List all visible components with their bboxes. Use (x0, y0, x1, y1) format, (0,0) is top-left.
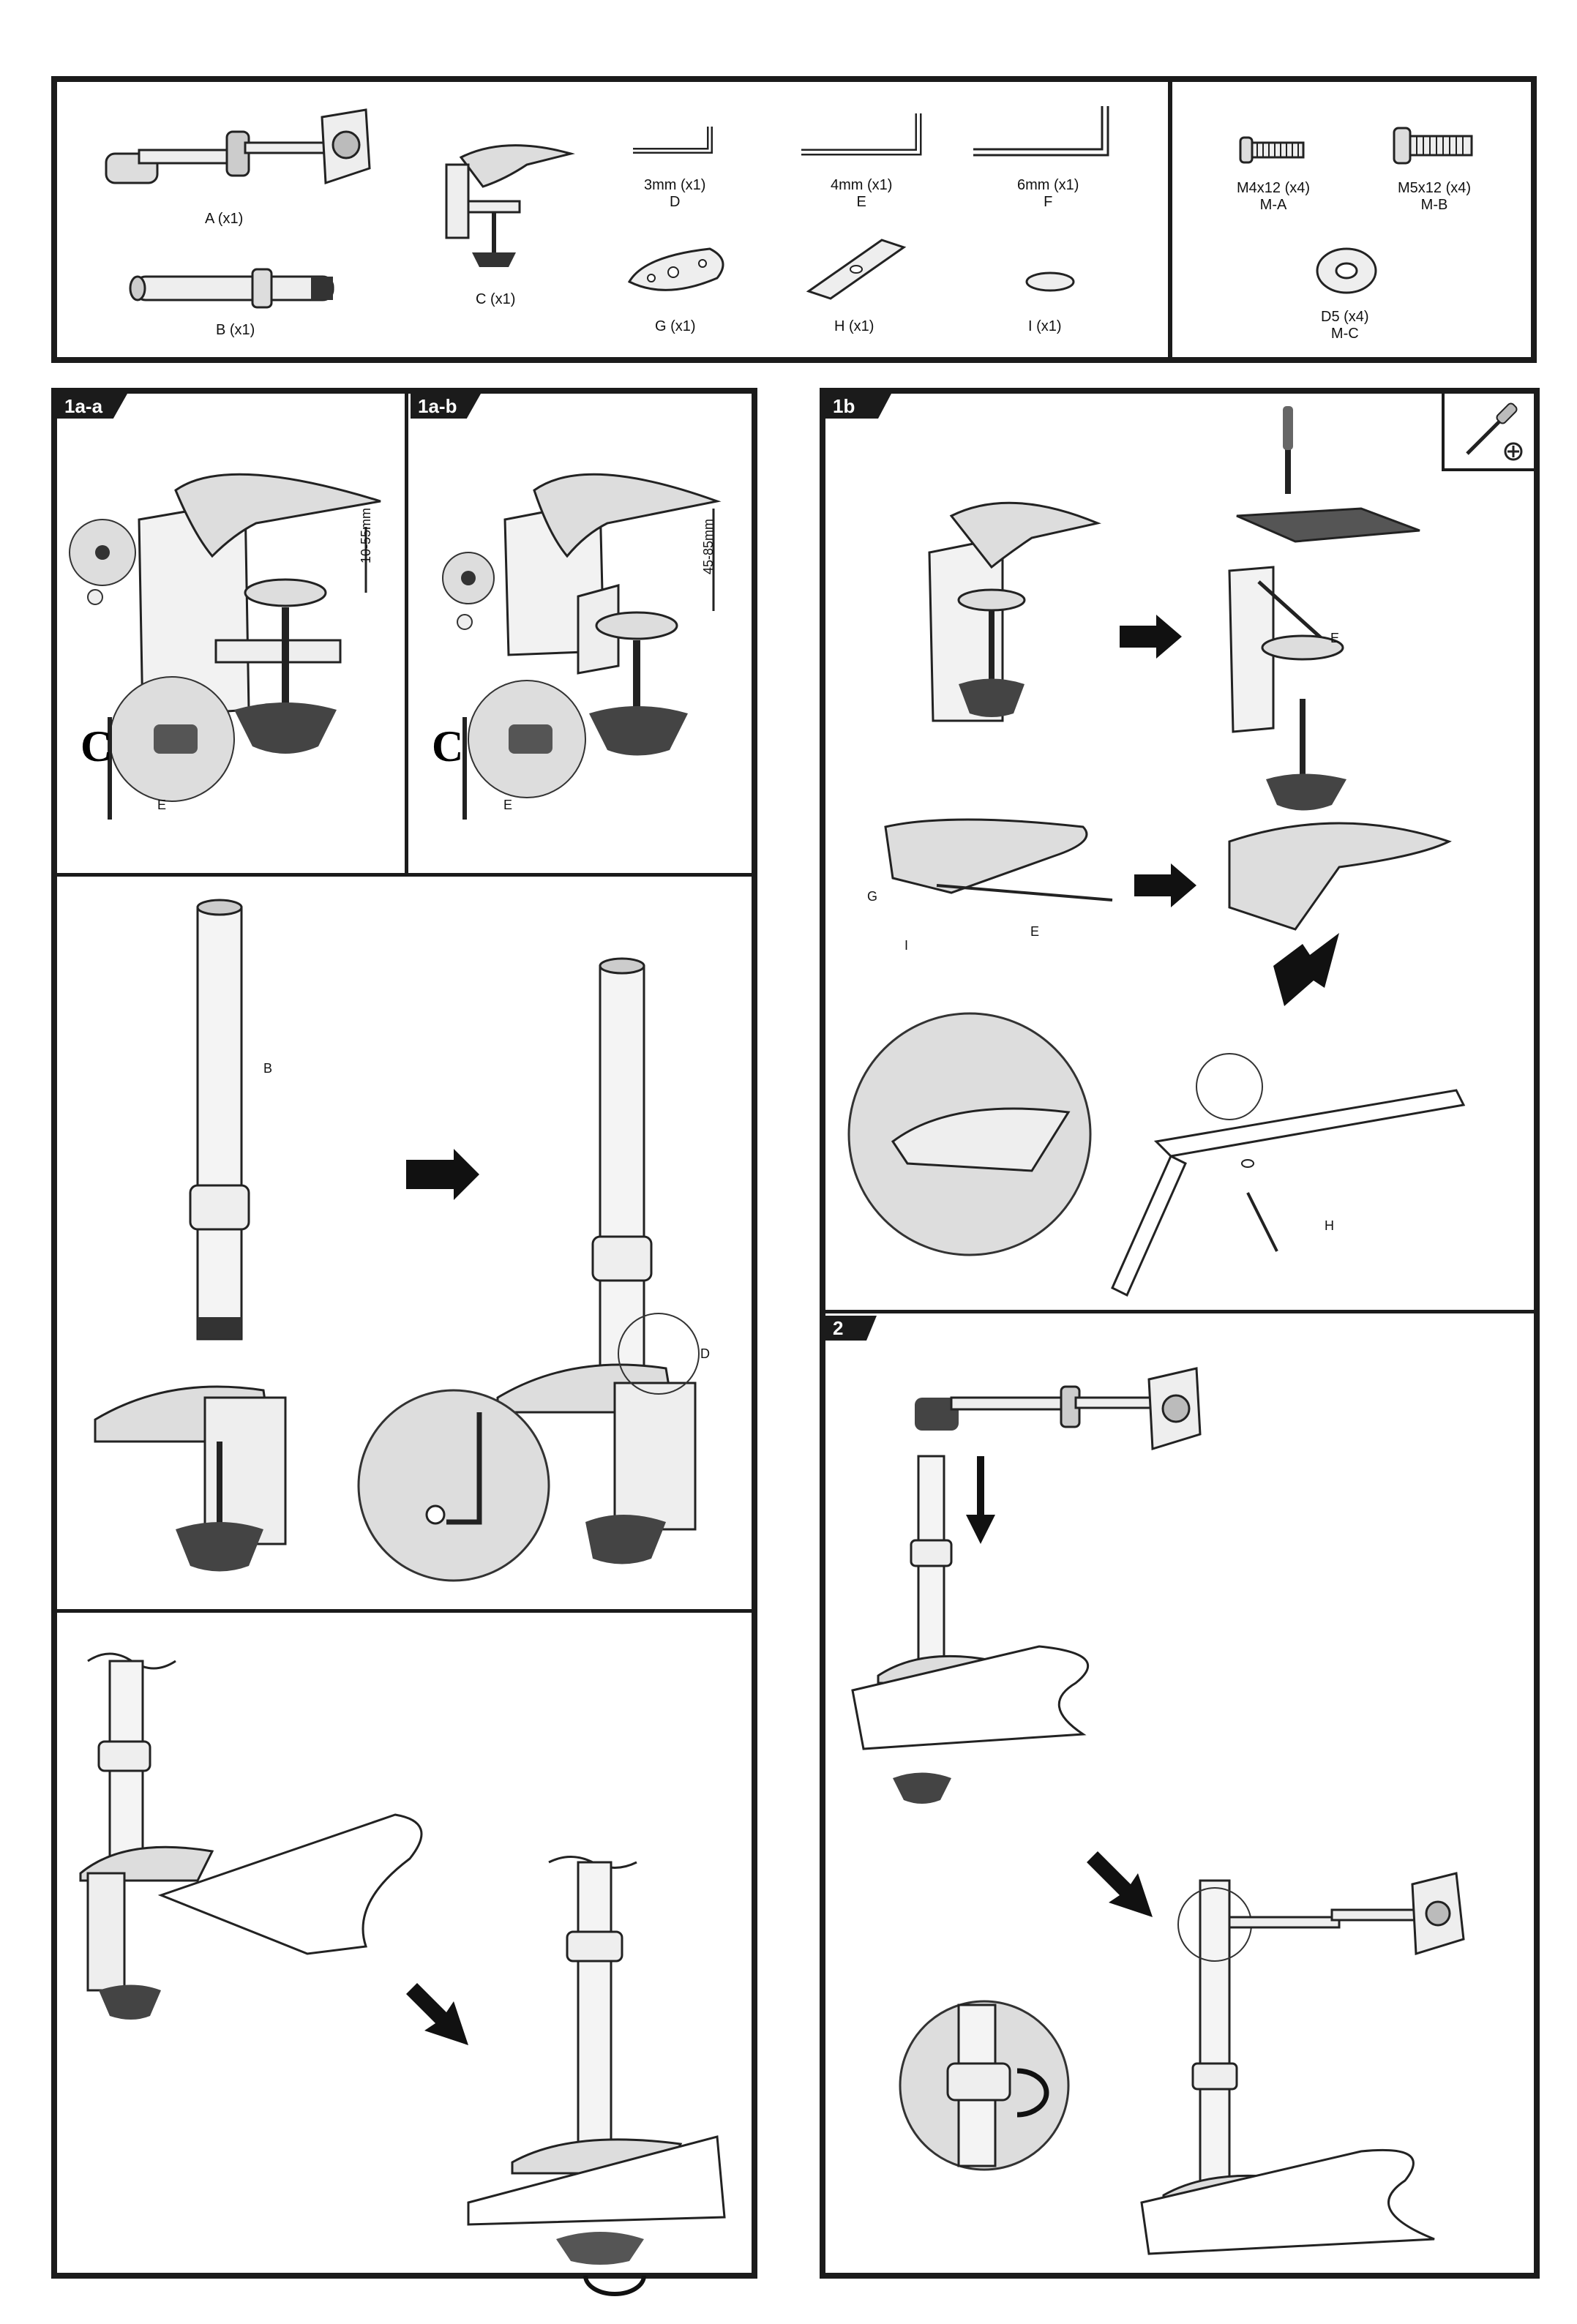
pole-insertion-diagram (80, 885, 739, 1603)
part-h-illustration (801, 233, 911, 302)
row-divider-1 (54, 873, 754, 877)
step-2-divider (823, 1310, 1537, 1313)
part-ma-illustration (1237, 132, 1310, 168)
range-label-1a-a: 10-55mm (359, 508, 374, 563)
desk-install-diagram (73, 1639, 746, 2261)
part-mb-label: M5x12 (x4)M-B (1398, 180, 1471, 214)
callout-e-1b-mid: E (1030, 924, 1039, 940)
step-1a-divider (405, 391, 408, 874)
callout-e-1b-top: E (1330, 631, 1339, 646)
svg-text:C: C (80, 722, 112, 771)
callout-d: D (700, 1346, 710, 1362)
svg-text:C: C (432, 722, 463, 771)
part-g-label: G (x1) (655, 318, 696, 335)
part-c-illustration (439, 135, 585, 274)
part-d-label: 3mm (x1)D (644, 177, 705, 211)
callout-b: B (263, 1061, 272, 1076)
part-i-illustration (1021, 267, 1079, 296)
clamp-diagram-1a-a: C (66, 454, 402, 834)
part-c-label: C (x1) (476, 291, 515, 308)
part-a-label: A (x1) (205, 211, 243, 228)
callout-e-1a-a: E (157, 798, 166, 813)
part-f-label: 6mm (x1)F (1017, 177, 1079, 211)
part-d-illustration (629, 123, 724, 160)
part-b-label: B (x1) (216, 322, 255, 339)
part-i-label: I (x1) (1028, 318, 1062, 335)
callout-e-1a-b: E (503, 798, 512, 813)
part-mc-label: D5 (x4)M-C (1321, 309, 1369, 342)
range-label-1a-b: 45-85mm (701, 519, 716, 574)
part-mb-illustration (1390, 124, 1478, 168)
part-f-illustration (970, 102, 1116, 161)
clamp-head-removal-diagram (907, 406, 1449, 816)
screwdriver-icon (1456, 399, 1529, 465)
part-mc-illustration (1314, 245, 1379, 296)
part-ma-label: M4x12 (x4)M-A (1237, 180, 1310, 214)
callout-g: G (867, 889, 877, 904)
base-plate-diagram (864, 798, 1471, 1302)
part-a-illustration (102, 102, 381, 212)
part-g-illustration (622, 241, 732, 300)
part-h-label: H (x1) (834, 318, 874, 335)
callout-h: H (1325, 1218, 1334, 1234)
part-e-label: 4mm (x1)E (831, 177, 892, 211)
clamp-diagram-1a-b: C (424, 454, 746, 834)
part-b-illustration (124, 263, 344, 315)
arm-mount-diagram (849, 1339, 1507, 2261)
parts-divider (1168, 79, 1172, 360)
part-e-illustration (798, 110, 929, 161)
row-divider-2 (54, 1609, 754, 1613)
callout-i: I (904, 938, 908, 953)
